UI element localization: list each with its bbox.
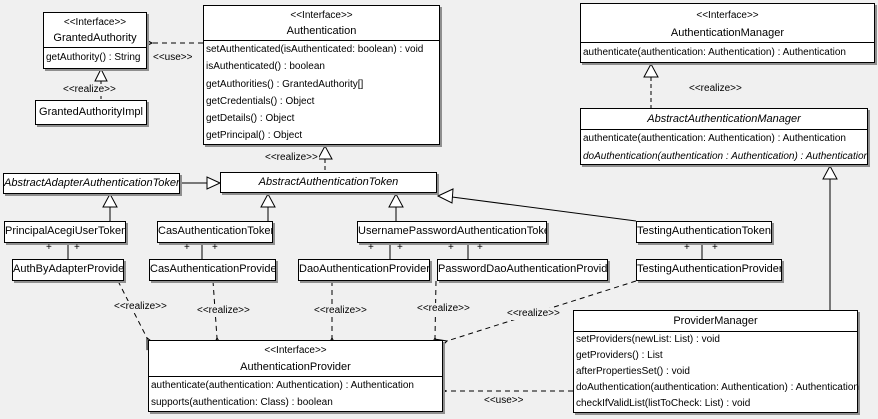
association-end-plus: + — [368, 242, 374, 253]
association-end-plus: + — [74, 242, 80, 253]
class-granted-authority-impl: GrantedAuthorityImpl — [35, 100, 147, 125]
stereotype: <<Interface>> — [63, 17, 127, 28]
class-name: PasswordDaoAuthenticationProvider — [438, 263, 608, 275]
class-name: GrantedAuthority — [53, 32, 137, 44]
class-name: AuthenticationProvider — [240, 361, 351, 373]
class-abstract-authentication-manager: AbstractAuthenticationManager authentica… — [580, 108, 868, 165]
methods-compartment: getAuthority() : String — [44, 47, 146, 68]
class-principal-acegi-user-token: PrincipalAcegiUserToken — [4, 221, 126, 243]
class-name: AbstractAdapterAuthenticationToken — [4, 177, 180, 189]
method: authenticate(authentication: Authenticat… — [583, 133, 846, 144]
class-name: ProviderManager — [673, 315, 758, 327]
association-end-plus: + — [184, 242, 190, 253]
generalization-triangle-abstractauthenticationtoken-left — [206, 176, 222, 190]
class-provider-manager: ProviderManager setProviders(newList: Li… — [573, 310, 859, 413]
method: isAuthenticated() : boolean — [206, 61, 325, 73]
association-end-plus: + — [448, 242, 454, 253]
class-header: <<Interface>> AuthenticationProvider — [149, 341, 442, 376]
class-header: <<Interface>> AuthenticationManager — [581, 4, 874, 42]
class-header: <<Interface>> Authentication — [204, 6, 439, 40]
method: setAuthenticated(isAuthenticated: boolea… — [206, 44, 424, 55]
method: setProviders(newList: List) : void — [576, 334, 720, 345]
stereotype: <<Interface>> — [290, 10, 353, 21]
methods-compartment: authenticate(authentication: Authenticat… — [581, 42, 874, 62]
edge-label-realize: <<realize>> — [113, 301, 168, 313]
class-name: AbstractAuthenticationToken — [258, 176, 399, 188]
class-name: PrincipalAcegiUserToken — [5, 225, 126, 237]
class-name: DaoAuthenticationProvider — [299, 263, 430, 275]
methods-compartment: authenticate(authentication: Authenticat… — [149, 376, 442, 411]
edge-label-realize: <<realize>> — [264, 152, 319, 164]
association-end-plus: + — [397, 242, 403, 253]
class-name: CasAuthenticationProvider — [150, 263, 276, 275]
class-name: AuthByAdapterProvider — [13, 263, 124, 275]
association-end-plus: + — [212, 242, 218, 253]
stereotype: <<Interface>> — [696, 10, 759, 21]
association-end-plus: + — [477, 242, 483, 253]
edge-label-realize: <<realize>> — [196, 305, 251, 317]
methods-compartment: authenticate(authentication: Authenticat… — [581, 129, 868, 164]
realize-triangle-authenticationmanager — [643, 62, 659, 78]
edge-label-use: <<use>> — [483, 395, 525, 407]
realize-triangle-authentication — [317, 144, 333, 160]
class-granted-authority: <<Interface>> GrantedAuthority getAuthor… — [43, 12, 147, 69]
methods-compartment: setProviders(newList: List) : void getPr… — [574, 331, 859, 412]
class-name: GrantedAuthorityImpl — [39, 106, 143, 118]
class-name: CasAuthenticationToken — [158, 225, 273, 237]
class-testing-authentication-token: TestingAuthenticationToken — [636, 221, 772, 243]
edge-label-realize: <<realize>> — [62, 84, 117, 96]
edge-label-realize: <<realize>> — [416, 303, 471, 315]
method: doAuthentication(authentication: Authent… — [576, 382, 859, 393]
method: authenticate(authentication: Authenticat… — [583, 47, 846, 58]
class-name: TestingAuthenticationToken — [637, 225, 771, 237]
class-name: TestingAuthenticationProvider — [637, 263, 782, 275]
generalization-triangle-abstractauthenticationmanager — [822, 164, 838, 180]
class-abstract-authentication-token: AbstractAuthenticationToken — [220, 172, 437, 193]
realize-triangle-grantedauthority — [94, 67, 108, 82]
class-name: UsernamePasswordAuthenticationToken — [358, 225, 547, 237]
class-dao-authentication-provider: DaoAuthenticationProvider — [298, 259, 430, 281]
method: getProviders() : List — [576, 350, 663, 361]
methods-compartment: setAuthenticated(isAuthenticated: boolea… — [204, 40, 439, 144]
method: doAuthentication(authentication : Authen… — [583, 150, 868, 162]
class-name: Authentication — [286, 25, 357, 37]
method: authenticate(authentication: Authenticat… — [151, 380, 414, 391]
generalization-triangle-abstractauthenticationtoken-right — [436, 188, 454, 204]
class-auth-by-adapter-provider: AuthByAdapterProvider — [12, 259, 124, 281]
association-end-plus: + — [684, 242, 690, 253]
class-authentication: <<Interface>> Authentication setAuthenti… — [203, 5, 440, 145]
class-authentication-manager: <<Interface>> AuthenticationManager auth… — [580, 3, 875, 63]
method: getPrincipal() : Object — [206, 130, 303, 142]
method: getAuthorities() : GrantedAuthority[] — [206, 78, 364, 90]
class-name: AbstractAuthenticationManager — [647, 113, 801, 125]
association-end-plus: + — [46, 242, 52, 253]
method: getCredentials() : Object — [206, 95, 315, 107]
edge-label-realize: <<realize>> — [313, 305, 368, 317]
edge-label-realize: <<realize>> — [506, 308, 561, 320]
method: getDetails() : Object — [206, 113, 295, 125]
class-cas-authentication-token: CasAuthenticationToken — [157, 221, 273, 243]
association-end-plus: + — [712, 242, 718, 253]
edge-label-realize: <<realize>> — [688, 83, 743, 95]
method: supports(authentication: Class) : boolea… — [151, 397, 333, 408]
edge-label-use: <<use>> — [152, 52, 194, 64]
method: afterPropertiesSet() : void — [576, 366, 690, 377]
class-authentication-provider: <<Interface>> AuthenticationProvider aut… — [148, 340, 443, 412]
class-testing-authentication-provider: TestingAuthenticationProvider — [636, 259, 782, 281]
method: checkIfValidList(listToCheck: List) : vo… — [576, 398, 751, 409]
stereotype: <<Interface>> — [264, 345, 327, 356]
class-password-dao-authentication-provider: PasswordDaoAuthenticationProvider — [437, 259, 608, 281]
class-header: <<Interface>> GrantedAuthority — [44, 13, 146, 47]
class-cas-authentication-provider: CasAuthenticationProvider — [149, 259, 276, 281]
class-username-password-authentication-token: UsernamePasswordAuthenticationToken — [357, 221, 547, 243]
method: getAuthority() : String — [46, 52, 141, 63]
class-abstract-adapter-authentication-token: AbstractAdapterAuthenticationToken — [3, 173, 180, 194]
class-name: AuthenticationManager — [670, 27, 785, 39]
